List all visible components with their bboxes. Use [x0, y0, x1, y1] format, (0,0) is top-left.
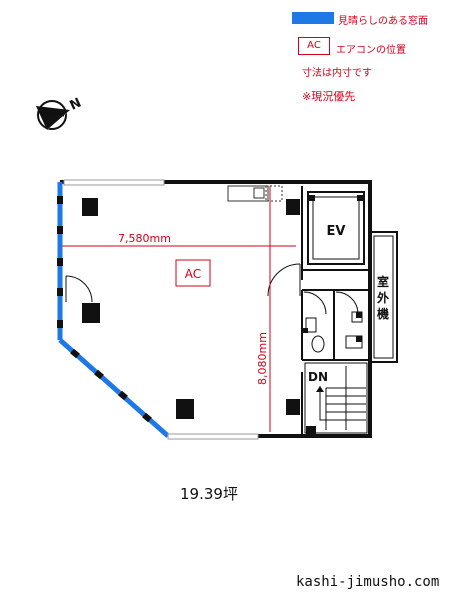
- core-walls: [301, 186, 370, 436]
- floor-area-label: 19.39坪: [180, 485, 238, 503]
- width-dimension-label: 7,580mm: [118, 232, 171, 245]
- site-url-label[interactable]: kashi-jimusho.com: [296, 574, 440, 590]
- outdoor-unit-label-2: 外: [377, 290, 389, 305]
- north-arrow-icon: [36, 100, 70, 130]
- dimension-lines: [62, 186, 296, 432]
- door-swings: [65, 263, 359, 315]
- view-window-legend-label: 見晴らしのある窓面: [338, 16, 428, 27]
- top-window: [63, 179, 165, 186]
- structural-columns: [82, 198, 300, 419]
- elevator-shaft: [307, 191, 365, 265]
- elevator-label: EV: [327, 224, 346, 239]
- toilet-right: [345, 311, 363, 349]
- outdoor-unit-label-3: 機: [377, 306, 389, 321]
- ac-unit-marker: [175, 259, 211, 287]
- ac-position-legend-label: エアコンの位置: [336, 45, 406, 56]
- outdoor-unit-label-1: 室: [377, 274, 389, 289]
- stairwell: [304, 362, 368, 434]
- kitchenette: [227, 185, 283, 202]
- view-window-segments: [57, 182, 170, 438]
- bottom-window: [167, 433, 259, 440]
- toilet-left: [303, 317, 325, 353]
- stairs-label: DN: [308, 370, 328, 384]
- north-label: N: [68, 96, 84, 114]
- outdoor-unit-balcony-inner: [373, 235, 394, 359]
- ac-legend-box: AC: [298, 37, 330, 55]
- current-state-note: ※現況優先: [302, 90, 356, 103]
- ac-unit-label: AC: [185, 267, 201, 281]
- dimension-note: 寸法は内寸です: [302, 68, 372, 79]
- depth-dimension-label: 8,080mm: [256, 332, 269, 385]
- view-window-swatch: [292, 12, 334, 24]
